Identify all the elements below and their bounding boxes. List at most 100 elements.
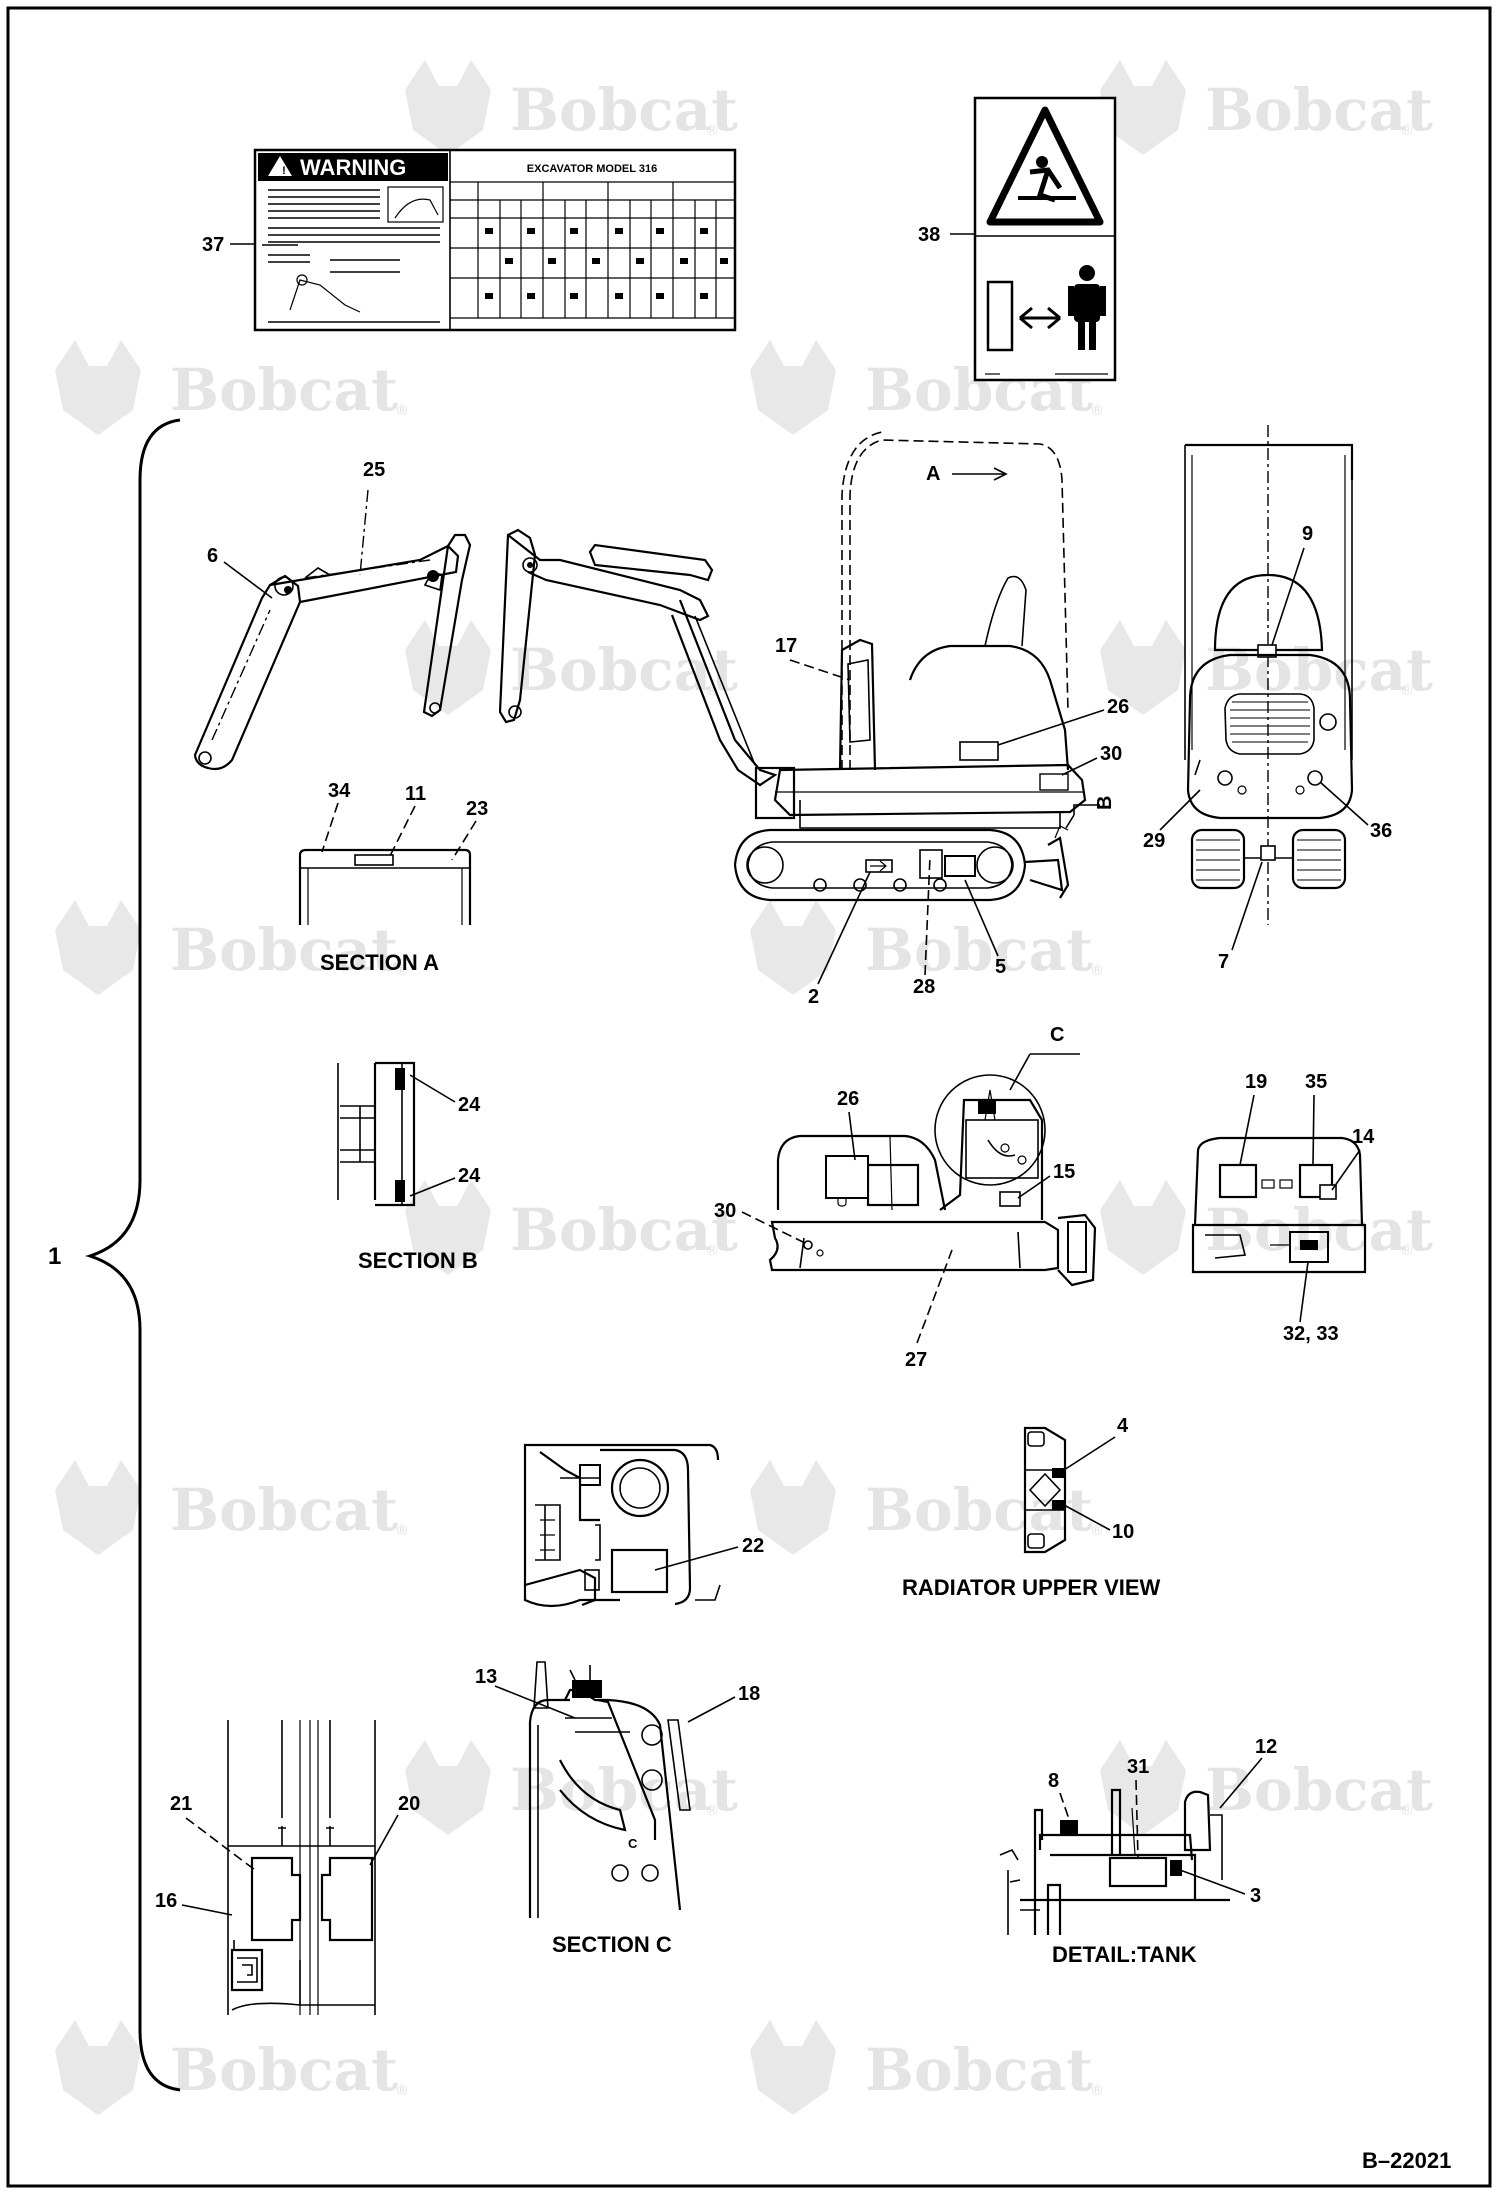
watermark: Bobcat ® (750, 900, 1104, 995)
warning-decal: ! WARNING EXCAVATOR MODEL 316 (253, 148, 737, 332)
svg-text:®: ® (1090, 2083, 1104, 2099)
callout-9: 9 (1302, 523, 1313, 545)
watermark: Bobcat ® (1100, 1740, 1433, 1835)
svg-text:®: ® (1090, 403, 1104, 419)
excavator-side-view (498, 431, 1087, 902)
callout-22: 22 (742, 1535, 764, 1557)
section-a-label: SECTION A (320, 950, 439, 975)
view-arrow-b (1065, 804, 1100, 829)
callout-17: 17 (775, 635, 797, 657)
section-b-drawing (337, 1061, 416, 1207)
callout-36: 36 (1370, 820, 1392, 842)
svg-text:®: ® (705, 1243, 719, 1259)
callout-38: 38 (918, 224, 940, 246)
svg-text:Bobcat: Bobcat (510, 76, 738, 144)
callout-25: 25 (363, 459, 385, 481)
callout-27: 27 (905, 1349, 927, 1371)
watermark: Bobcat ® (55, 340, 409, 435)
svg-text:Bobcat: Bobcat (170, 356, 398, 424)
svg-text:®: ® (1090, 1523, 1104, 1539)
page-border (6, 6, 1492, 2188)
watermark-layer: Bobcat ® Bobcat ® Bobcat ® Bobcat ® Bobc… (55, 60, 1433, 2115)
callout-23: 23 (466, 798, 488, 820)
callout-4: 4 (1117, 1415, 1129, 1437)
watermark: Bobcat ® (55, 1460, 409, 1555)
watermark: Bobcat ® (405, 1180, 738, 1275)
callout-35: 35 (1305, 1071, 1327, 1093)
warning-model-text: EXCAVATOR MODEL 316 (527, 163, 657, 175)
warning-title: WARNING (300, 155, 406, 180)
svg-text:®: ® (395, 403, 409, 419)
callout-34: 34 (328, 780, 351, 802)
view-arrow-a (952, 467, 1008, 481)
svg-text:®: ® (1400, 1243, 1414, 1259)
detail-tank-label: DETAIL:TANK (1052, 1942, 1197, 1967)
person-icon (1068, 265, 1106, 350)
callout-20: 20 (398, 1793, 420, 1815)
svg-text:®: ® (395, 2083, 409, 2099)
view-marker-c: C (1050, 1024, 1064, 1046)
radiator-upper-view (1023, 1426, 1067, 1554)
view-marker-a: A (926, 463, 940, 485)
watermark: Bobcat ® (1100, 620, 1433, 715)
callout-11: 11 (405, 783, 426, 805)
pictorial-decal (973, 96, 1117, 382)
callout-30: 30 (1100, 743, 1122, 765)
svg-text:®: ® (395, 1523, 409, 1539)
section-c-drawing: C (528, 1661, 691, 1918)
svg-text:®: ® (1090, 963, 1104, 979)
radiator-upper-view-label: RADIATOR UPPER VIEW (902, 1575, 1161, 1600)
excavator-rear-view (1184, 425, 1354, 925)
svg-text:Bobcat: Bobcat (170, 1476, 398, 1544)
callout-15: 15 (1053, 1161, 1075, 1183)
watermark: Bobcat ® (750, 1460, 1104, 1555)
watermark: Bobcat ® (750, 2020, 1104, 2115)
decal-panel-rect (986, 280, 1014, 352)
svg-text:Bobcat: Bobcat (865, 916, 1093, 984)
svg-text:Bobcat: Bobcat (1205, 636, 1433, 704)
drawing-number: B–22021 (1362, 2148, 1451, 2173)
callout-13: 13 (475, 1666, 497, 1688)
callout-5: 5 (995, 956, 1006, 978)
control-panel-detail (523, 1443, 721, 1608)
tank-detail (999, 1788, 1230, 1935)
callout-24-lower: 24 (458, 1165, 481, 1187)
callout-32-33: 32, 33 (1283, 1323, 1339, 1345)
svg-text:!: ! (282, 165, 286, 177)
callout-19: 19 (1245, 1071, 1267, 1093)
callout-7: 7 (1218, 951, 1229, 973)
section-a-drawing (298, 848, 472, 925)
svg-text:®: ® (705, 1803, 719, 1819)
upper-structure-side (768, 1074, 1097, 1287)
watermark: Bobcat ® (405, 1740, 738, 1835)
callout-26: 26 (1107, 696, 1129, 718)
callout-30-upper: 30 (714, 1200, 736, 1222)
svg-text:®: ® (1400, 123, 1414, 139)
callout-6: 6 (207, 545, 218, 567)
watermark: Bobcat ® (55, 900, 409, 995)
lever-panel-detail (227, 1720, 376, 2015)
callout-2: 2 (808, 986, 819, 1008)
svg-text:Bobcat: Bobcat (510, 1756, 738, 1824)
watermark: Bobcat ® (1100, 1180, 1433, 1275)
view-leader-c (1009, 1053, 1080, 1091)
assembly-brace (85, 418, 181, 2092)
callout-26-upper: 26 (837, 1088, 859, 1110)
section-c-label: SECTION C (552, 1932, 672, 1957)
callout-14: 14 (1352, 1126, 1375, 1148)
callout-29: 29 (1143, 830, 1165, 852)
svg-text:®: ® (1400, 1803, 1414, 1819)
svg-text:Bobcat: Bobcat (170, 916, 398, 984)
callout-31: 31 (1127, 1756, 1149, 1778)
upper-rear-view (1191, 1136, 1367, 1274)
callout-37: 37 (202, 234, 224, 256)
svg-text:®: ® (705, 123, 719, 139)
svg-text:Bobcat: Bobcat (510, 636, 738, 704)
callout-28: 28 (913, 976, 935, 998)
svg-text:Bobcat: Bobcat (1205, 1756, 1433, 1824)
svg-text:Bobcat: Bobcat (1205, 76, 1433, 144)
watermark: Bobcat ® (405, 620, 738, 715)
svg-text:Bobcat: Bobcat (170, 2036, 398, 2104)
watermark: Bobcat ® (55, 2020, 409, 2115)
